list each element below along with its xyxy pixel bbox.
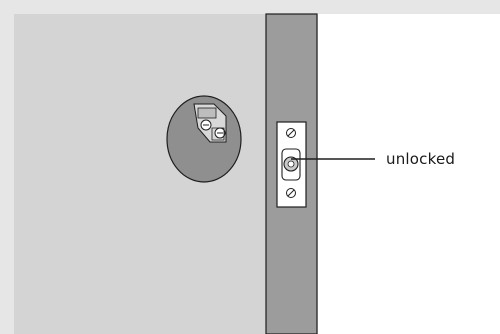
door-jamb (318, 14, 500, 334)
strike-plate (276, 121, 307, 208)
latch-mechanism (193, 103, 227, 143)
bore-hole (166, 95, 242, 183)
callout-label-unlocked: unlocked (386, 150, 456, 168)
bolt-opening (281, 148, 301, 181)
door-face (14, 14, 266, 334)
top-screw-icon (286, 128, 296, 138)
bottom-screw-icon (286, 188, 296, 198)
